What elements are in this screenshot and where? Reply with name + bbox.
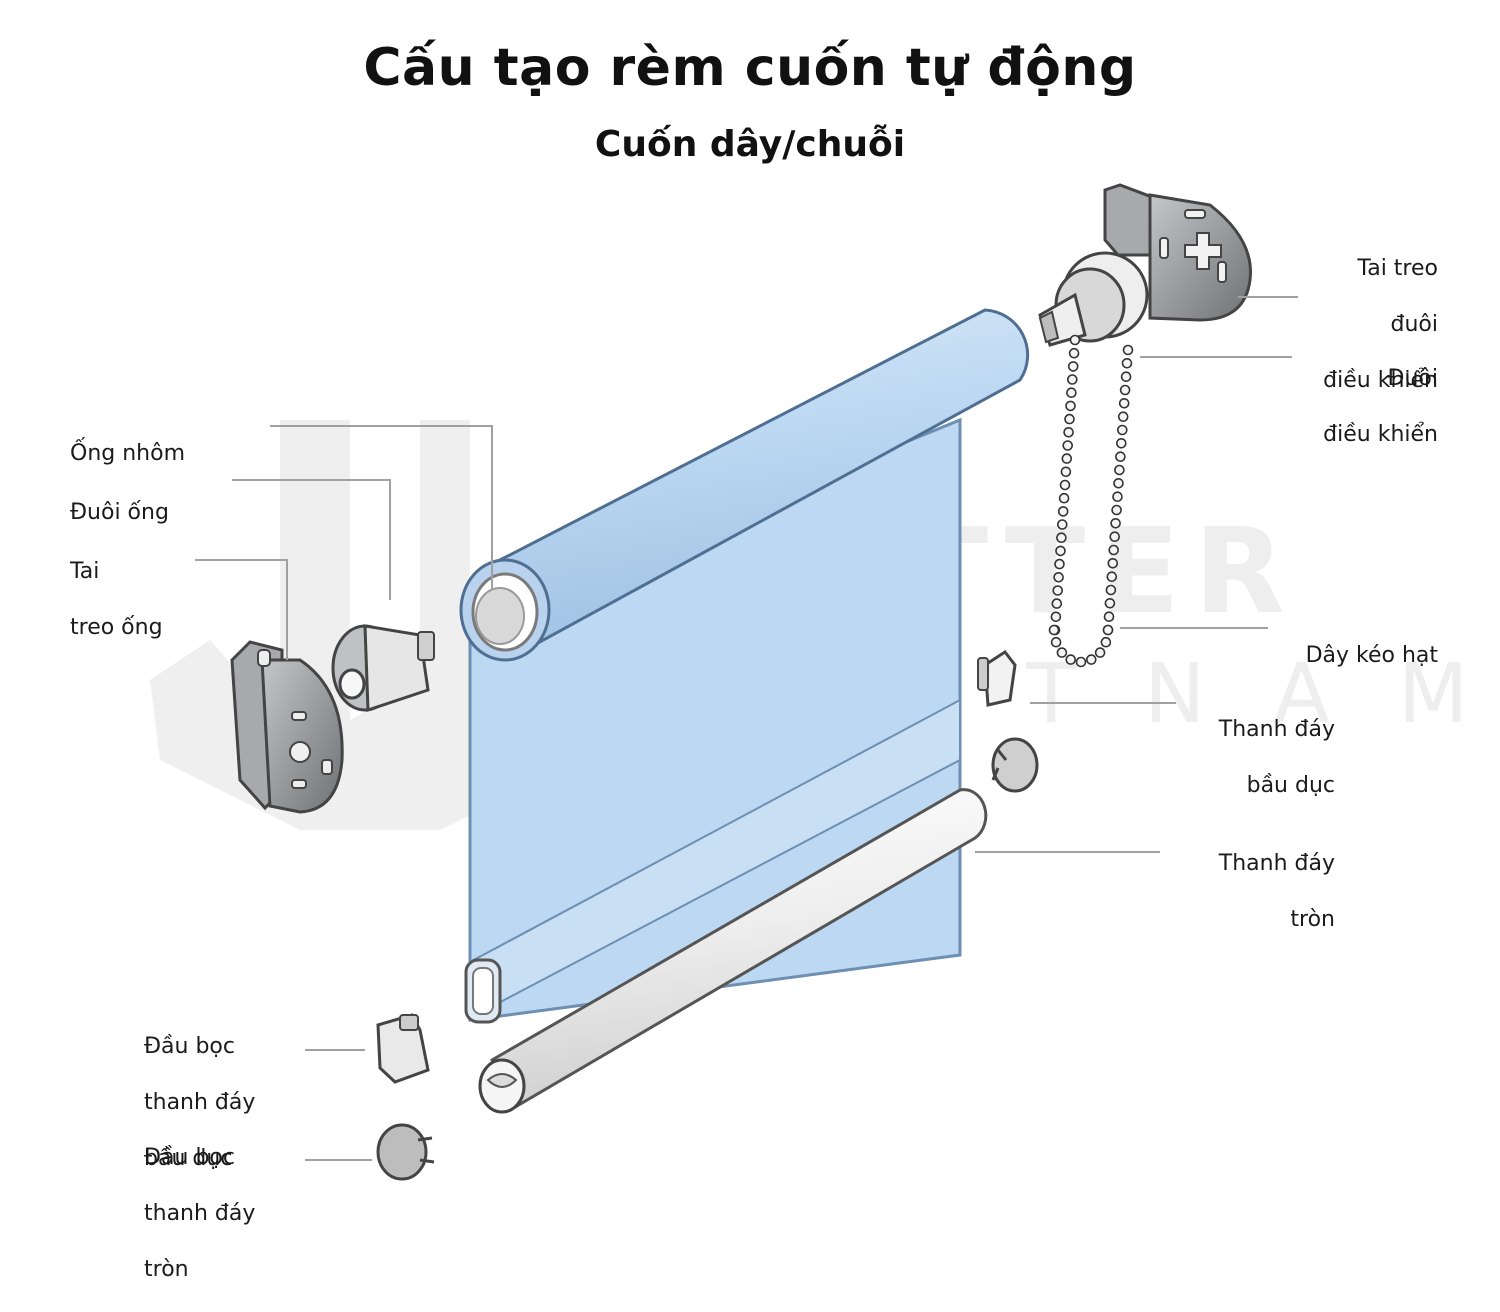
label-dau-boc-thanh-day-tron: Đầu bọc thanh đáy tròn <box>144 1145 256 1282</box>
chain-bead <box>1067 374 1078 385</box>
chain-bead <box>1110 517 1121 529</box>
label-tai-treo-duoi-dieu-khien: Tai treo đuôi điều khiển <box>1323 256 1438 393</box>
label-day-keo-hat: Dây kéo hạt <box>1305 643 1438 668</box>
chain-bead <box>1107 557 1119 569</box>
label-tai-treo-ong: Tai treo ống <box>70 559 163 640</box>
chain-bead <box>1056 532 1067 544</box>
control-bracket <box>1103 183 1252 322</box>
page-subtitle: Cuốn dây/chuỗi <box>594 124 906 165</box>
leader-lines <box>195 296 1298 1161</box>
leader-ong-nhom <box>270 425 493 590</box>
chain-bead <box>1052 585 1063 596</box>
chain-bead <box>1062 440 1073 451</box>
oval-bar-end-cap-right <box>977 649 1017 707</box>
chain-bead <box>1063 426 1074 438</box>
aluminium-tube <box>459 308 1030 662</box>
chain-bead <box>1053 571 1064 583</box>
chain-bead <box>1116 437 1127 449</box>
chain-bead <box>1048 624 1060 636</box>
chain-bead <box>1094 647 1106 658</box>
label-duoi-ong: Đuôi ống <box>70 500 169 525</box>
label-duoi-dieu-khien: Đuôi điều khiển <box>1323 366 1438 447</box>
chain-bead <box>1065 654 1076 665</box>
chain-bead <box>1060 466 1072 478</box>
round-bar-end-cap <box>376 1123 435 1181</box>
roller-blind-diagram: MATTER VIETNAM <box>150 183 1468 1181</box>
chain-bead <box>1100 636 1112 648</box>
chain-bead <box>1050 636 1062 648</box>
chain-bead <box>1105 584 1117 596</box>
chain-bead <box>1069 334 1081 346</box>
chain-bead <box>1115 451 1126 463</box>
leader-tai-treo-ong <box>195 559 288 660</box>
chain-bead <box>1065 400 1076 412</box>
chain-bead <box>1121 357 1133 369</box>
oval-bar-end-cap <box>376 1013 430 1084</box>
chain-bead <box>1117 411 1129 423</box>
oval-bottom-bar <box>464 698 961 1024</box>
chain-bead <box>1104 597 1116 609</box>
chain-bead <box>1111 504 1122 516</box>
bead-chain <box>1048 334 1134 668</box>
label-ong-nhom: Ống nhôm <box>70 441 185 466</box>
chain-bead <box>1057 506 1069 517</box>
chain-bead <box>1112 491 1123 503</box>
chain-bead <box>1102 624 1114 636</box>
round-bar-end-cap-right <box>991 737 1039 793</box>
chain-bead <box>1122 344 1134 356</box>
chain-bead <box>1109 531 1120 543</box>
chain-bead <box>1119 384 1131 396</box>
chain-bead <box>1058 492 1070 504</box>
label-thanh-day-bau-duc: Thanh đáy bầu dục <box>1218 717 1335 798</box>
label-dau-boc-thanh-day-bau-duc: Đầu bọc thanh đáy bầu dục <box>144 1034 256 1171</box>
chain-bead <box>1113 477 1124 489</box>
chain-bead <box>1055 545 1066 557</box>
chain-bead <box>1075 656 1087 668</box>
chain-bead <box>1068 347 1080 359</box>
chain-bead <box>1106 571 1118 583</box>
label-thanh-day-tron: Thanh đáy tròn <box>1218 851 1335 932</box>
chain-bead <box>1117 424 1128 436</box>
chain-bead <box>1120 371 1132 383</box>
chain-bead <box>1086 654 1097 665</box>
page-title: Cấu tạo rèm cuốn tự động <box>363 38 1137 98</box>
left-tube-bracket <box>230 640 344 814</box>
chain-bead <box>1057 519 1068 530</box>
tube-end-plug <box>331 624 435 713</box>
chain-bead <box>1108 544 1119 556</box>
chain-bead <box>1050 611 1062 623</box>
control-unit <box>1038 251 1149 347</box>
chain-bead <box>1114 464 1125 476</box>
chain-bead <box>1059 479 1071 491</box>
chain-bead <box>1061 453 1073 464</box>
chain-bead <box>1051 598 1063 609</box>
chain-bead <box>1064 413 1075 425</box>
chain-bead <box>1103 611 1115 623</box>
chain-bead <box>1066 387 1077 399</box>
chain-bead <box>1056 647 1068 658</box>
leader-duoi-ong <box>232 479 391 600</box>
chain-bead <box>1054 558 1065 570</box>
chain-bead <box>1118 397 1130 409</box>
round-bottom-bar <box>478 788 988 1114</box>
chain-bead <box>1067 361 1079 372</box>
